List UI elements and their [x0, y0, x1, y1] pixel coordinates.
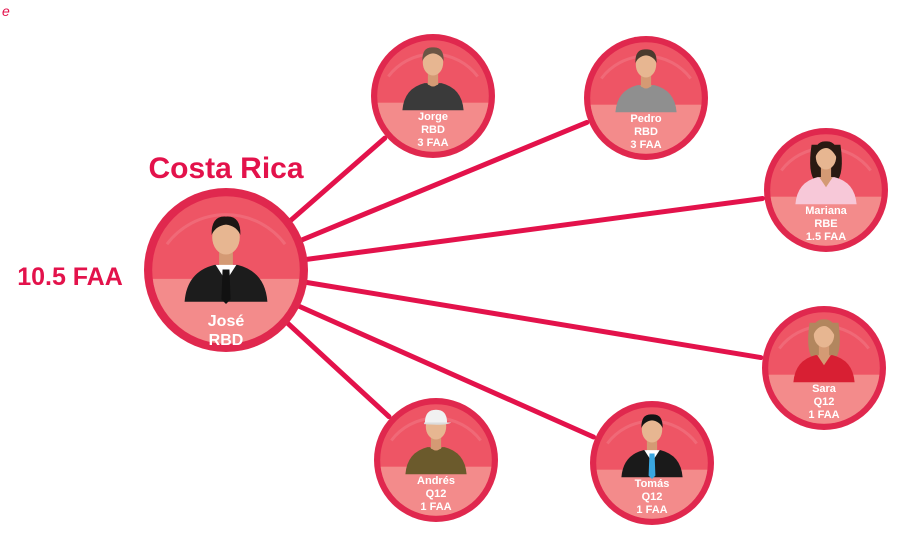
person-name: Jorge — [418, 111, 448, 123]
person-name: Pedro — [630, 113, 661, 125]
person-node-circle — [590, 401, 714, 525]
person-faa: 3 FAA — [417, 137, 448, 149]
center-name: José — [208, 313, 245, 330]
person-avatar-icon — [621, 414, 683, 479]
person-name: Tomás — [635, 478, 670, 490]
person-faa: 1 FAA — [636, 504, 667, 516]
person-faa: 1 FAA — [808, 409, 839, 421]
person-node-jorge: Jorge RBD 3 FAA — [371, 34, 495, 158]
connector-line — [289, 119, 590, 247]
connector-line — [279, 135, 388, 231]
connector-line — [279, 315, 392, 420]
connector-line — [301, 279, 764, 361]
center-code: RBD — [209, 332, 244, 349]
person-name: Sara — [812, 383, 837, 395]
person-avatar-icon — [405, 409, 467, 475]
person-code: RBE — [814, 218, 837, 230]
person-node-sara: Sara Q12 1 FAA — [762, 306, 886, 430]
connector-line — [299, 195, 766, 263]
country-title: Costa Rica — [148, 152, 303, 185]
person-node-tomas: Tomás Q12 1 FAA — [590, 401, 714, 525]
person-name: Mariana — [805, 205, 847, 217]
person-node-mariana: Mariana RBE 1.5 FAA — [764, 128, 888, 252]
person-avatar-icon — [615, 49, 677, 113]
person-code: Q12 — [814, 396, 835, 408]
connector-lines — [279, 119, 766, 440]
person-faa: 1 FAA — [420, 501, 451, 513]
person-node-pedro: Pedro RBD 3 FAA — [584, 36, 708, 160]
total-faa: 10.5 FAA — [17, 263, 123, 291]
person-code: RBD — [421, 124, 445, 136]
connector-line — [291, 301, 597, 440]
center-node: José RBD — [144, 188, 308, 352]
person-node-circle — [374, 398, 498, 522]
person-faa: 3 FAA — [630, 139, 661, 151]
person-avatar-icon — [793, 319, 855, 383]
person-name: Andrés — [417, 475, 455, 487]
person-node-andres: Andrés Q12 1 FAA — [374, 398, 498, 522]
person-code: Q12 — [426, 488, 447, 500]
person-avatar-icon — [795, 141, 857, 205]
center-avatar-icon — [184, 216, 268, 304]
corner-text: e — [2, 3, 10, 19]
person-avatar-icon — [402, 47, 464, 111]
person-code: Q12 — [642, 491, 663, 503]
person-code: RBD — [634, 126, 658, 138]
person-faa: 1.5 FAA — [806, 231, 846, 243]
